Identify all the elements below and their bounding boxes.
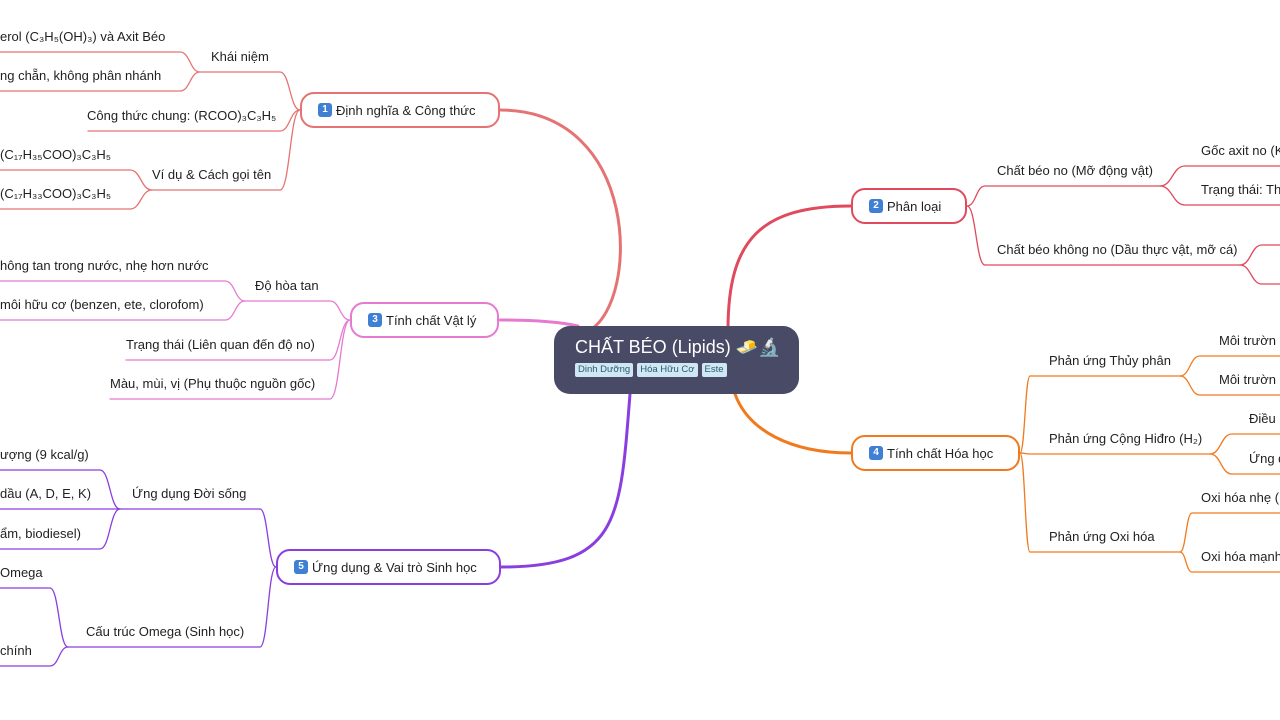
connector-b2-leaf2	[1159, 185, 1280, 206]
connector-b2-unsaturated	[966, 205, 1241, 266]
topic-color-smell-taste[interactable]: Màu, mùi, vị (Phụ thuộc nguồn gốc)	[110, 376, 316, 391]
leaf-omega[interactable]: Omega	[0, 565, 43, 580]
leaf-organic-solvents[interactable]: môi hữu cơ (benzen, ete, clorofom)	[0, 297, 204, 312]
connector-b3-leaf2	[0, 300, 246, 321]
connector-b1-leaf3	[0, 169, 153, 191]
connector-main-5	[499, 392, 632, 569]
connector-b1-formula	[87, 109, 301, 132]
connector-b4-hydrogenation	[1019, 452, 1211, 455]
topic-concept[interactable]: Khái niệm	[211, 49, 269, 64]
number-5-icon: 5	[294, 560, 308, 574]
topic-oxidation[interactable]: Phản ứng Oxi hóa	[1049, 529, 1155, 544]
topic-omega-structure[interactable]: Cấu trúc Omega (Sinh học)	[86, 624, 245, 639]
connector-b4-leaf6	[1179, 551, 1280, 573]
connector-main-4	[733, 392, 853, 455]
number-4-icon: 4	[869, 446, 883, 460]
leaf-hydrolysis-2[interactable]: Môi trườn	[1219, 372, 1276, 387]
tag-ester[interactable]: Este	[701, 363, 727, 377]
topic-hydrogenation[interactable]: Phản ứng Cộng Hiđro (H₂)	[1049, 431, 1203, 446]
leaf-state[interactable]: Trạng thái: Th	[1201, 182, 1280, 197]
leaf-biodiesel[interactable]: ẩm, biodiesel)	[0, 526, 81, 541]
central-topic-title: CHẤT BÉO (Lipids) 🧈🔬	[575, 337, 781, 357]
connector-b3-color	[109, 319, 351, 400]
topic-state-saturation[interactable]: Trạng thái (Liên quan đến độ no)	[126, 337, 315, 352]
branch-applications-biology[interactable]: 5 Ứng dụng & Vai trò Sinh học	[276, 549, 501, 585]
connector-b5-leaf4	[0, 587, 69, 648]
topic-daily-applications[interactable]: Ứng dụng Đời sống	[132, 486, 247, 501]
branch-physical-properties-label: Tính chất Vật lý	[386, 312, 477, 328]
leaf-oxidation-strong[interactable]: Oxi hóa mạnh	[1201, 549, 1280, 564]
leaf-hydrogenation-2[interactable]: Ứng d	[1249, 451, 1280, 466]
leaf-insoluble-water[interactable]: hông tan trong nước, nhẹ hơn nước	[0, 258, 209, 273]
connector-b1-examples	[151, 109, 301, 191]
tag-nutrition[interactable]: Dinh Dưỡng	[575, 363, 634, 377]
number-1-icon: 1	[318, 103, 332, 117]
connector-b5-leaf3	[0, 508, 121, 550]
connector-main-1	[498, 108, 622, 332]
central-topic[interactable]: CHẤT BÉO (Lipids) 🧈🔬 Dinh Dưỡng Hóa Hữu …	[554, 326, 799, 394]
number-2-icon: 2	[869, 199, 883, 213]
connector-b4-leaf5	[1179, 512, 1280, 553]
leaf-tristearin[interactable]: (C₁₇H₃₅COO)₃C₃H₅	[0, 147, 112, 162]
connector-b4-leaf2	[1179, 375, 1280, 396]
connector-b4-leaf4	[1209, 453, 1280, 475]
branch-definition-formula[interactable]: 1 Định nghĩa & Công thức	[300, 92, 500, 128]
connector-b5-daily	[119, 508, 277, 568]
leaf-saturated-acid[interactable]: Gốc axit no (K	[1201, 143, 1280, 158]
tag-organic-chemistry[interactable]: Hóa Hữu Cơ	[637, 363, 698, 377]
leaf-hydrogenation-1[interactable]: Điều	[1249, 411, 1276, 426]
connector-b3-solubility	[244, 300, 351, 321]
branch-classification-label: Phân loại	[887, 198, 942, 214]
number-3-icon: 3	[368, 313, 382, 327]
branch-classification[interactable]: 2 Phân loại	[851, 188, 967, 224]
connector-b1-leaf1	[0, 51, 201, 73]
connector-b2-leaf4	[1239, 264, 1280, 285]
leaf-vitamins[interactable]: dầu (A, D, E, K)	[0, 486, 92, 501]
leaf-triolein[interactable]: (C₁₇H₃₃COO)₃C₃H₅	[0, 186, 112, 201]
branch-definition-formula-label: Định nghĩa & Công thức	[336, 102, 476, 118]
connector-main-3	[498, 318, 580, 328]
connector-b3-leaf1	[0, 280, 246, 302]
connector-b2-leaf1	[1159, 165, 1280, 187]
topic-solubility[interactable]: Độ hòa tan	[255, 278, 319, 293]
connector-b4-oxidation	[1019, 452, 1181, 553]
connector-main-2	[726, 204, 853, 332]
connector-b1-leaf2	[0, 71, 201, 92]
connector-b5-leaf5	[0, 646, 69, 667]
leaf-glycerol-fatty-acid[interactable]: erol (C₃H₅(OH)₃) và Axit Béo	[0, 29, 166, 44]
leaf-hydrolysis-1[interactable]: Môi trườn	[1219, 333, 1276, 348]
leaf-omega-main[interactable]: chính	[0, 643, 32, 658]
leaf-energy[interactable]: ượng (9 kcal/g)	[0, 447, 89, 462]
connector-b1-concept	[199, 71, 301, 111]
connector-b5-leaf1	[0, 469, 121, 510]
connector-b2-saturated	[966, 185, 1161, 207]
leaf-even-unbranched[interactable]: ng chẵn, không phân nhánh	[0, 68, 162, 83]
central-topic-tags: Dinh Dưỡng Hóa Hữu Cơ Este	[575, 363, 799, 377]
branch-chemical-properties-label: Tính chất Hóa học	[887, 445, 994, 461]
topic-examples-naming[interactable]: Ví dụ & Cách gọi tên	[152, 167, 272, 182]
connector-b2-leaf3	[1239, 244, 1280, 266]
topic-saturated-fat[interactable]: Chất béo no (Mỡ động vật)	[997, 163, 1153, 178]
connector-b4-leaf3	[1209, 433, 1280, 455]
connector-b5-omega	[67, 566, 277, 648]
topic-hydrolysis[interactable]: Phản ứng Thủy phân	[1049, 353, 1171, 368]
connector-b4-leaf1	[1179, 355, 1280, 377]
topic-general-formula[interactable]: Công thức chung: (RCOO)₃C₃H₅	[87, 108, 277, 123]
branch-applications-biology-label: Ứng dụng & Vai trò Sinh học	[312, 559, 477, 575]
branch-physical-properties[interactable]: 3 Tính chất Vật lý	[350, 302, 499, 338]
leaf-oxidation-mild[interactable]: Oxi hóa nhẹ (	[1201, 490, 1280, 505]
branch-chemical-properties[interactable]: 4 Tính chất Hóa học	[851, 435, 1020, 471]
connector-b1-leaf4	[0, 189, 153, 210]
topic-unsaturated-fat[interactable]: Chất béo không no (Dầu thực vật, mỡ cá)	[997, 242, 1238, 257]
connector-b4-hydrolysis	[1019, 375, 1181, 454]
